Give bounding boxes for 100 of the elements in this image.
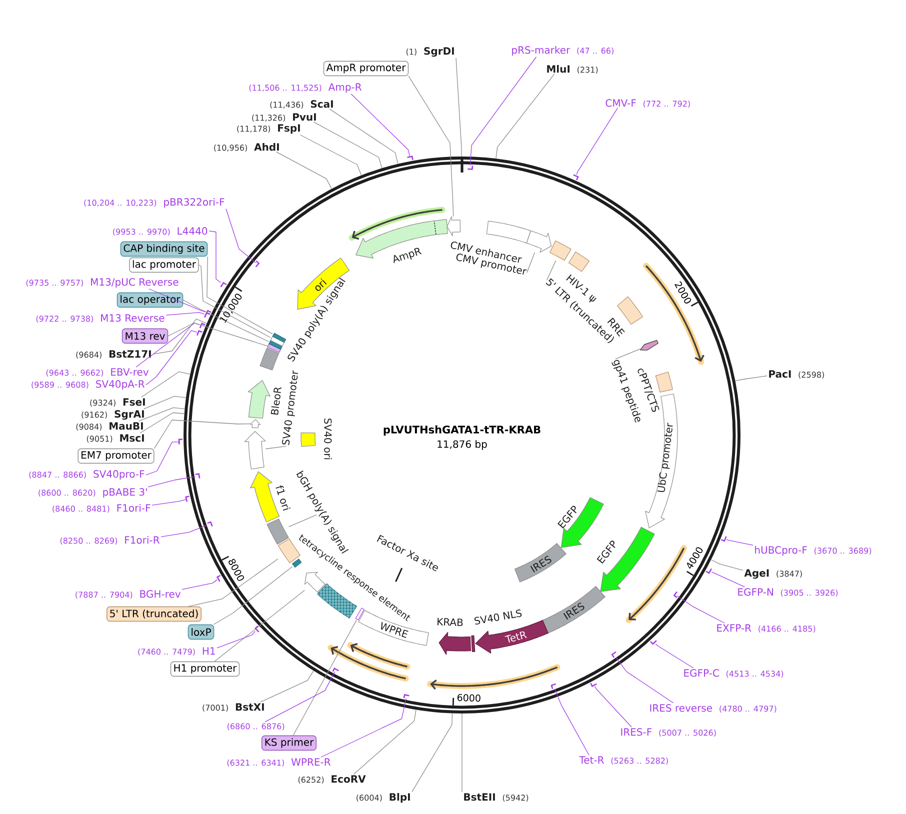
site-label: BstXI: [236, 703, 264, 711]
leader-line: [198, 264, 271, 338]
plasmid-length: 11,876 bp: [438, 440, 487, 450]
leader-line: [226, 208, 256, 263]
site-label: PacI: [769, 370, 791, 378]
feature-block: [446, 216, 461, 236]
feature-block: [266, 518, 289, 544]
feature-block: [244, 431, 266, 470]
feature-tag: EM7 promoter: [78, 448, 154, 464]
position-label: (9589 .. 9608): [32, 382, 88, 389]
primer-label: pBABE 3': [103, 488, 147, 498]
position-label: (7001): [202, 704, 228, 712]
position-label: (9735 .. 9757): [26, 280, 83, 287]
leader-line: [264, 671, 336, 722]
site-label: SgrAI: [114, 410, 144, 420]
position-label: (8600 .. 8620): [38, 490, 96, 497]
leader-line: [148, 476, 196, 488]
primer-label: WPRE-R: [291, 758, 331, 766]
position-label: (6004): [356, 794, 382, 802]
leader-line: [329, 108, 398, 164]
leader-line: [313, 122, 382, 168]
leader-line: [146, 442, 180, 476]
leader-line: [152, 318, 207, 354]
feature-tag: KS primer: [262, 735, 317, 751]
site-label: FspI: [278, 124, 300, 134]
site-label: AhdI: [254, 143, 279, 151]
site-label: MscI: [120, 434, 144, 442]
feature-block: [278, 538, 301, 564]
feature-label: KRAB: [437, 618, 463, 626]
primer-label: EGFP-N: [738, 588, 773, 596]
primer-label: hUBCpro-F: [755, 546, 807, 556]
scale-label: 6000: [458, 694, 480, 702]
leader-line: [260, 670, 314, 702]
site-label: BstZ17I: [110, 350, 151, 358]
plasmid-name: pLVUTHshGATA1-tTR-KRAB: [384, 425, 540, 436]
feature-tag: lac operator: [116, 292, 184, 308]
feature-tag: CAP binding site: [120, 241, 208, 257]
position-label: (9643 .. 9662): [46, 370, 103, 377]
leader-line: [206, 256, 273, 334]
primer-label: CMV-F: [606, 99, 636, 107]
position-label: (11,436): [270, 102, 304, 109]
primer-label: IRES-F: [621, 728, 652, 736]
position-label: (9324): [90, 400, 116, 407]
primer-label: F1ori-F: [117, 504, 150, 512]
leader-line: [168, 322, 268, 346]
leader-line: [141, 371, 190, 398]
feature-label: AmpR: [394, 248, 422, 264]
primer-mark: [207, 521, 213, 527]
leader-line: [412, 713, 453, 792]
leader-line: [408, 76, 454, 217]
leader-line: [276, 152, 332, 190]
primer-label: SV40pro-F: [94, 470, 144, 480]
primer-label: F1ori-R: [125, 536, 160, 544]
leader-line: [154, 420, 250, 449]
primer-mark: [611, 651, 616, 658]
feature-label: SV40 ori: [324, 418, 332, 460]
leader-line: [711, 572, 745, 588]
primer-mark: [195, 473, 200, 479]
primer-label: EGFP-C: [684, 669, 719, 677]
leader-line: [152, 499, 186, 506]
leader-line: [208, 230, 221, 283]
feature-bar: [270, 336, 284, 346]
primer-mark: [403, 694, 410, 698]
position-label: (9722 .. 9738): [36, 316, 93, 323]
leader-line: [265, 446, 287, 450]
position-label: (7460 .. 7479): [138, 648, 195, 656]
leader-line: [470, 56, 537, 166]
position-label: (7887 .. 7904): [76, 592, 132, 599]
position-label: (8250 .. 8269): [60, 538, 118, 545]
position-label: (47 .. 66): [577, 48, 614, 55]
feature-label: SV40 promoter: [282, 370, 298, 446]
feature-tag: M13 rev: [122, 328, 168, 344]
position-label: (10,204 .. 10,223): [84, 200, 156, 207]
position-label: (772 .. 792): [644, 100, 690, 108]
position-label: (231): [578, 66, 598, 74]
leader-line: [456, 58, 462, 157]
position-label: (6252): [298, 776, 324, 784]
leader-line: [350, 94, 410, 157]
site-label: AgeI: [744, 569, 769, 579]
leader-line: [594, 686, 632, 728]
position-label: (4780 .. 4797): [720, 706, 776, 713]
site-label: BlpI: [390, 793, 410, 803]
leader-line: [656, 644, 694, 668]
feature-bar: [355, 608, 364, 620]
position-label: (3847): [776, 570, 802, 578]
leader-line: [166, 312, 205, 316]
position-label: (2598): [798, 372, 824, 379]
site-label: MauBI: [110, 422, 143, 430]
position-label: (11,506 .. 11,525): [249, 84, 322, 92]
feature-tag: lac promoter: [129, 257, 199, 273]
position-label: (8460 .. 8481): [52, 506, 110, 513]
position-label: (3670 .. 3689): [814, 548, 872, 555]
primer-label: Amp-R: [328, 83, 362, 93]
position-label: (6321 .. 6341): [227, 760, 284, 767]
leader-line: [576, 108, 618, 175]
primer-label: pBR322ori-F: [164, 198, 224, 208]
feature-block: [250, 419, 261, 428]
leader-line: [615, 348, 640, 360]
leader-line: [726, 539, 754, 546]
primer-label: L4440: [178, 227, 208, 235]
